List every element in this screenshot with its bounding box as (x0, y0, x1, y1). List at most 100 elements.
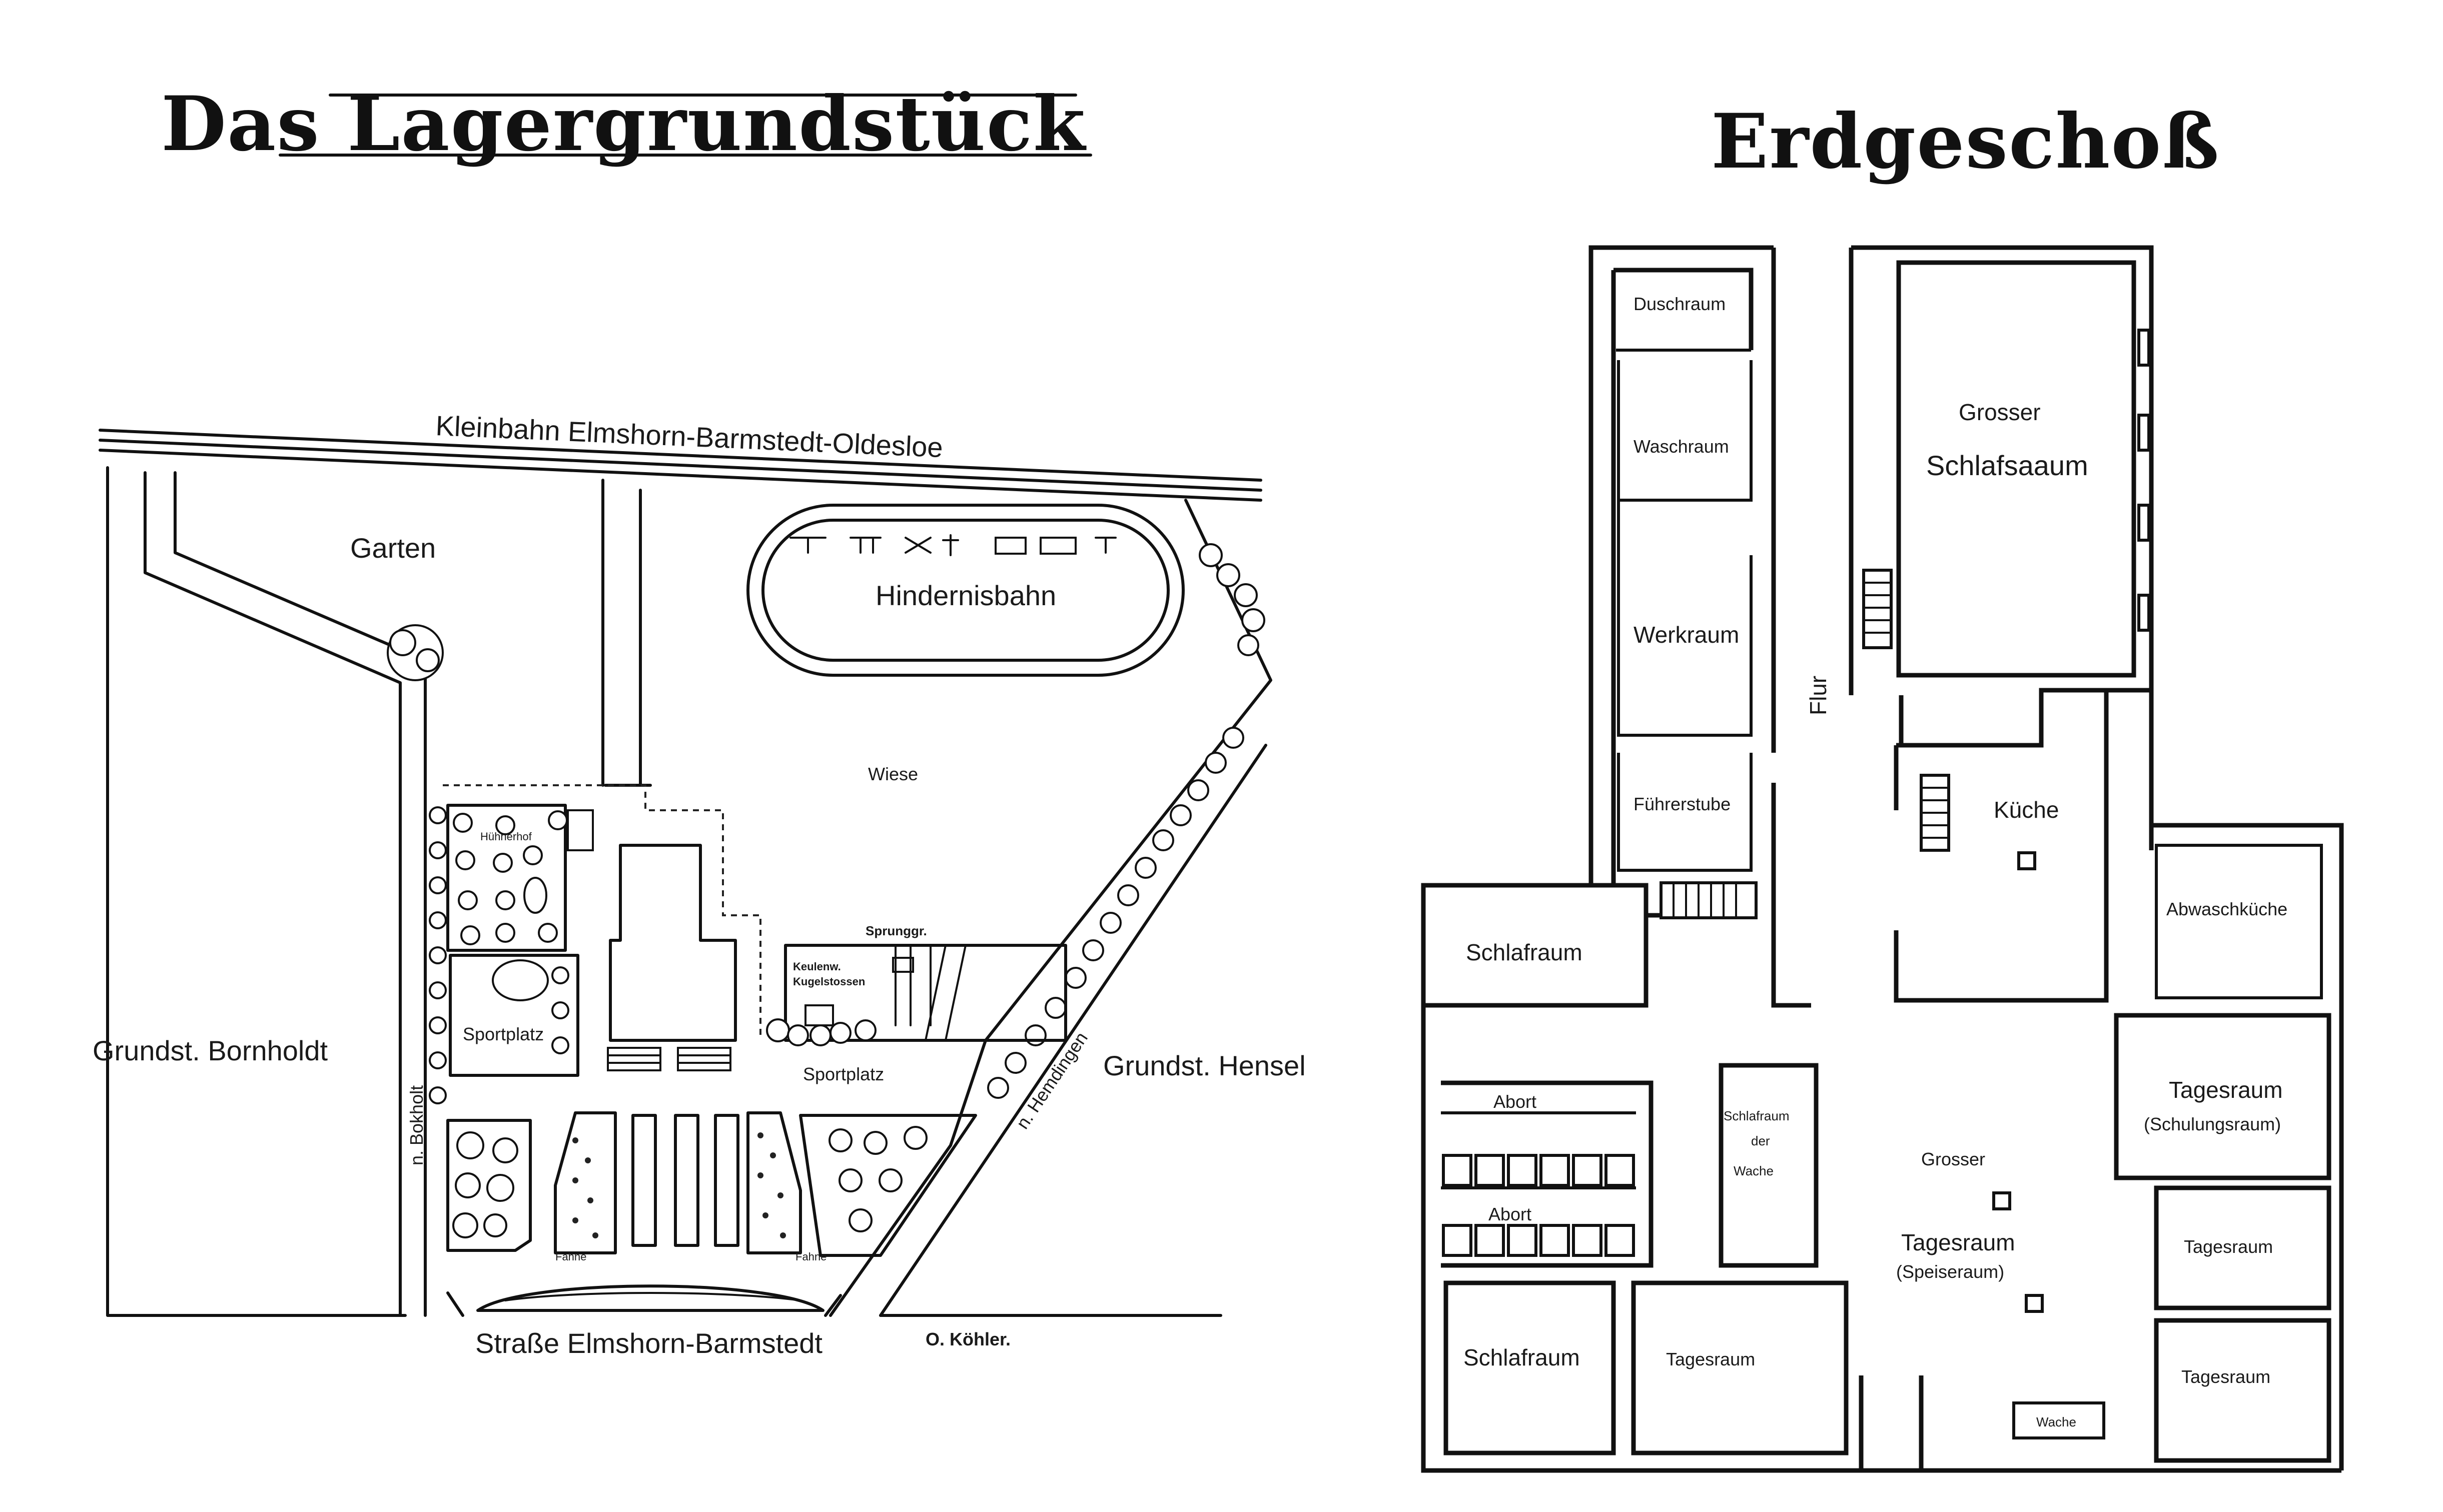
leader-room-label: Führerstube (1634, 794, 1731, 814)
stairs-kitchen-steps (1921, 787, 1949, 839)
plot-center-right (746, 1111, 802, 1254)
stairs-dormitory (1862, 569, 1893, 649)
obstacle-course-track-outer (746, 504, 1185, 677)
stairs-dormitory-steps (1864, 582, 1891, 634)
bed-1 (631, 1114, 657, 1247)
railway-line-middle (99, 439, 1262, 492)
day-room-large-label-line3: (Speiseraum) (1896, 1261, 2004, 1282)
day-room-right-lower (2154, 1318, 2331, 1463)
entrance-crescent-inner (504, 1292, 801, 1301)
kitchen-label: Küche (1994, 797, 2059, 823)
day-room-large-label-line2: Tagesraum (1901, 1229, 2015, 1255)
workroom-box (1617, 555, 1753, 737)
guard-bedroom-label-line1: Schlafraum (1724, 1108, 1790, 1123)
workroom-label: Werkraum (1634, 622, 1739, 648)
garden-label: Garten (350, 532, 436, 564)
bed-3 (714, 1114, 739, 1247)
shot-put-label-line1: Keulenw. (793, 960, 841, 973)
road-right-label: n. Hemdingen (1012, 1028, 1092, 1133)
hedge-left (429, 806, 447, 1104)
property-line-left (106, 466, 407, 1317)
day-room-right-upper (2154, 1185, 2331, 1310)
washroom-box (1617, 360, 1753, 502)
hedge-right (987, 543, 1265, 1099)
obstacle-icons (789, 534, 1117, 556)
sports-field-left-label: Sportplatz (463, 1024, 544, 1044)
day-room-pillar-2 (2025, 1294, 2044, 1313)
guard-bedroom-label-line3: Wache (1734, 1163, 1774, 1178)
lower-block-connector (1644, 885, 1661, 918)
tree-icon (387, 624, 444, 681)
shot-put-circle (804, 1004, 834, 1026)
day-room-bottom-label: Tagesraum (1666, 1349, 1755, 1369)
neighbor-right-label: Grundst. Hensel (1103, 1050, 1306, 1081)
day-room-training (2114, 1013, 2331, 1180)
sports-field-left-bushes (492, 959, 569, 1054)
shower-room-label: Duschraum (1634, 294, 1726, 314)
flagpole-right-label: Fahne (795, 1250, 827, 1263)
high-jump-bar (892, 957, 914, 973)
gate-post-right (824, 1294, 842, 1317)
obstacle-course-label: Hindernisbahn (876, 580, 1056, 611)
plot-center-left (554, 1111, 617, 1254)
meadow-label: Wiese (868, 764, 918, 784)
day-room-bottom-room (1631, 1280, 1849, 1455)
chicken-run-bushes (453, 810, 568, 945)
guard-bedroom-label-line2: der (1751, 1133, 1770, 1148)
bedroom-left-label: Schlafraum (1466, 939, 1582, 965)
plot-right (799, 1114, 977, 1257)
shot-put-label-line2: Kugelstossen (793, 975, 865, 988)
dormitory-label-line1: Grosser (1959, 399, 2041, 425)
guard-room (2012, 1401, 2105, 1439)
obstacle-course-track-inner (761, 519, 1170, 662)
scullery-room (2155, 844, 2323, 999)
gate-post-left (446, 1291, 464, 1317)
scullery-label: Abwaschküche (2166, 899, 2287, 919)
corridor-left-lower-wall (1771, 885, 1811, 1008)
bed-2 (674, 1114, 699, 1247)
entrance-walls (1859, 1375, 1924, 1470)
plot-left (446, 1119, 532, 1252)
property-line-right-lower (879, 744, 1267, 1317)
toilet-lower-label: Abort (1488, 1204, 1531, 1224)
kitchen-stove (2017, 851, 2036, 870)
day-room-training-label-line2: (Schulungsraum) (2144, 1114, 2281, 1134)
washroom-label: Waschraum (1634, 436, 1729, 457)
chicken-coop (567, 809, 594, 851)
toilets-box (1441, 1080, 1654, 1268)
sports-field-right-bushes (766, 1018, 877, 1046)
guard-bedroom-room (1719, 1063, 1819, 1268)
stairs-left-wing (1660, 881, 1758, 919)
dormitory-room (1896, 260, 2136, 678)
kitchen-walls (1894, 690, 2109, 1003)
day-room-large-label-line1: Grosser (1921, 1149, 1985, 1169)
dormitory-outer-wall (1851, 245, 2154, 748)
toilet-upper-label: Abort (1493, 1091, 1536, 1112)
lower-block-outer-wall (1421, 885, 2341, 1473)
stairs-left-wing-steps (1673, 883, 1737, 918)
site-plan: Das Lagergrundstück Kleinbahn Elmshorn-B… (93, 80, 1306, 1359)
scullery-outer-wall (2149, 823, 2344, 1470)
garden-path-inner (174, 471, 427, 1317)
plot-dots (572, 1132, 786, 1238)
garden-path-outer (144, 471, 402, 1317)
left-wing-inner-top (1613, 268, 1754, 350)
day-room-right-upper-label: Tagesraum (2184, 1236, 2273, 1257)
long-jump-pit (925, 944, 967, 1041)
chicken-run-enclosure (446, 804, 567, 952)
kitchen-right-wall (2106, 688, 2154, 850)
guard-room-label: Wache (2036, 1414, 2076, 1429)
day-room-pillar-1 (1992, 1191, 2011, 1210)
corridor-label: Flur (1805, 676, 1831, 715)
bedroom-bottom-room (1443, 1280, 1616, 1455)
leader-room-box (1617, 753, 1753, 872)
floor-plan-title: Erdgeschoß (1711, 98, 2220, 186)
camp-fence (443, 784, 761, 1035)
sports-field-left (449, 954, 579, 1077)
main-road-label: Straße Elmshorn-Barmstedt (475, 1327, 823, 1359)
plot-bushes (452, 1126, 928, 1238)
day-room-right-lower-label: Tagesraum (2181, 1366, 2270, 1387)
day-room-training-label-line1: Tagesraum (2169, 1077, 2283, 1103)
camp-building (609, 844, 737, 1042)
